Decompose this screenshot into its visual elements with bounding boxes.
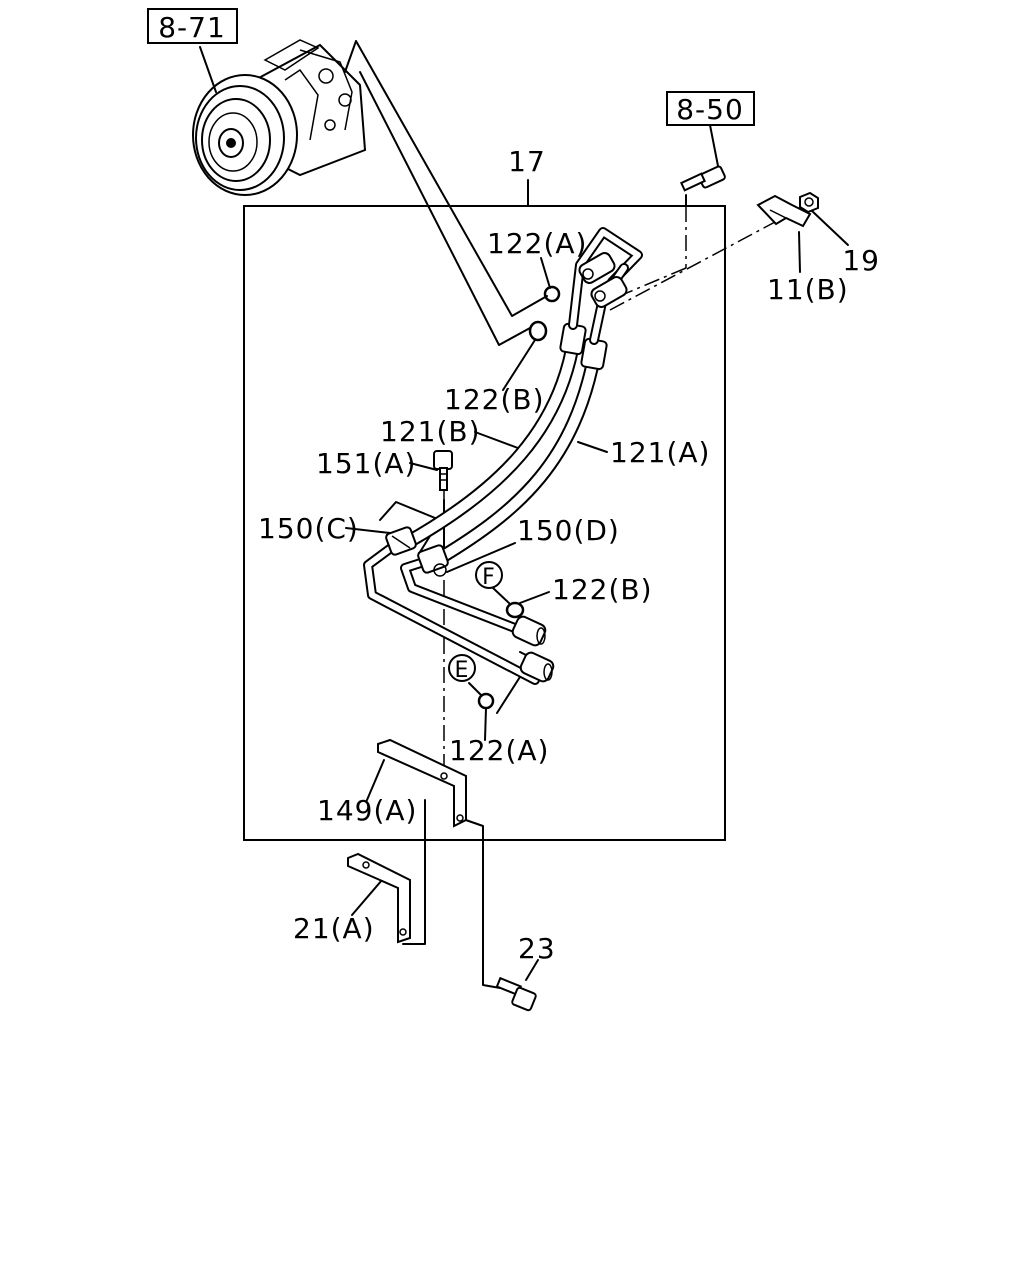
oring-122-b-f[interactable] bbox=[505, 601, 525, 619]
oring-122-b-top[interactable] bbox=[528, 320, 548, 342]
callout-oring-122a-e: 122(A) bbox=[449, 734, 549, 767]
callout-bolt-151a: 151(A) bbox=[316, 447, 416, 480]
marker-e-label: E bbox=[455, 658, 470, 683]
reference-8-50[interactable]: 8-50 bbox=[666, 91, 755, 126]
callout-oring-122b-top: 122(B) bbox=[444, 383, 545, 416]
marker-f: F bbox=[475, 561, 503, 590]
bolt-23[interactable] bbox=[495, 976, 537, 1012]
bracket-149-a[interactable] bbox=[377, 738, 467, 828]
bracket-21-a[interactable] bbox=[347, 852, 411, 944]
reference-8-71[interactable]: 8-71 bbox=[147, 8, 238, 44]
callout-bolt-23: 23 bbox=[518, 932, 556, 965]
hose-fittings-top bbox=[559, 227, 643, 371]
oring-122-a-top[interactable] bbox=[543, 285, 561, 303]
callout-clamp-150d: 150(D) bbox=[517, 514, 620, 547]
bolt-151-a[interactable] bbox=[433, 450, 453, 491]
marker-f-label: F bbox=[482, 565, 496, 590]
clamp-150-c[interactable] bbox=[385, 526, 417, 556]
hose-121-b[interactable] bbox=[401, 331, 581, 549]
callout-bracket-21a: 21(A) bbox=[293, 912, 375, 945]
reference-8-50-label: 8-50 bbox=[676, 93, 744, 126]
callout-assembly-17: 17 bbox=[508, 145, 546, 178]
clip-11-b[interactable] bbox=[756, 194, 812, 228]
callout-oring-122a-top: 122(A) bbox=[487, 227, 587, 260]
marker-e: E bbox=[448, 654, 476, 683]
reference-8-71-label: 8-71 bbox=[158, 11, 226, 44]
clamp-150-d[interactable] bbox=[417, 544, 449, 577]
hose-121-a[interactable] bbox=[433, 345, 602, 565]
callout-hose-121a: 121(A) bbox=[610, 436, 710, 469]
callout-oring-122b-f: 122(B) bbox=[552, 573, 653, 606]
oring-122-a-e[interactable] bbox=[477, 692, 495, 710]
callout-clamp-150c: 150(C) bbox=[258, 512, 359, 545]
callout-clip-11b: 11(B) bbox=[767, 273, 849, 306]
assembly-frame bbox=[243, 205, 726, 841]
leader-lines bbox=[199, 40, 849, 989]
callout-hose-121b: 121(B) bbox=[380, 415, 481, 448]
lower-pipe-assembly[interactable] bbox=[363, 540, 555, 685]
nut-19[interactable] bbox=[799, 191, 819, 214]
callout-nut-19: 19 bbox=[842, 244, 880, 277]
callout-bracket-149a: 149(A) bbox=[317, 794, 417, 827]
compressor-illustration bbox=[192, 39, 367, 196]
bolt-8-50[interactable] bbox=[680, 165, 726, 192]
